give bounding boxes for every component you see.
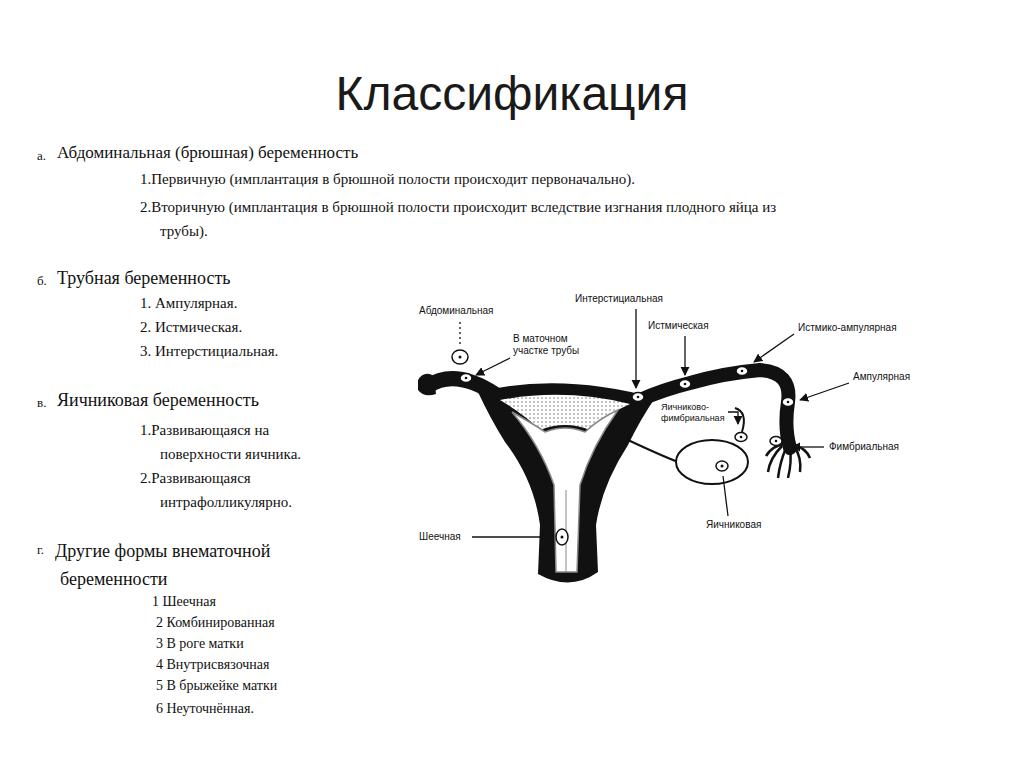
section-letter: б. xyxy=(37,273,47,289)
section-heading: Абдоминальная (брюшная) беременность xyxy=(57,143,358,163)
ovarian-ligament xyxy=(628,440,678,462)
section-heading: Другие формы внематочной беременности xyxy=(55,537,350,593)
list-item: 2.Вторичную (имплантация в брюшной полос… xyxy=(140,195,790,243)
left-tube-end xyxy=(418,374,436,396)
list-item: 1. Ампулярная. xyxy=(140,294,237,312)
list-item: 4 Внутрисвязочная xyxy=(156,657,269,674)
ovum-sites xyxy=(452,350,794,545)
section-letter: а. xyxy=(37,148,46,164)
right-tube xyxy=(640,370,790,448)
diagram-label: Шеечная xyxy=(418,531,462,543)
fimbriae xyxy=(766,444,810,478)
list-item: 2.Развивающаяся интрафолликулярно. xyxy=(140,466,350,514)
diagram-label: В маточном участке трубы xyxy=(512,333,589,357)
list-item: 6 Неуточнённая. xyxy=(156,701,254,718)
slide-title: Классификация xyxy=(0,66,1024,121)
diagram-label: Интерстициальная xyxy=(574,293,664,305)
list-item: 5 В брыжейке матки xyxy=(156,678,277,695)
diagram-label: Ампулярная xyxy=(852,371,911,383)
section-heading: Яичниковая беременность xyxy=(57,390,259,412)
section-letter: г. xyxy=(37,542,44,558)
leader-arrows xyxy=(460,309,849,537)
uterus-endometrium xyxy=(500,395,630,430)
diagram-label: Истмическая xyxy=(647,320,710,332)
list-item: 1.Развивающаяся на поверхности яичника. xyxy=(140,418,350,466)
diagram-label: Абдоминальная xyxy=(418,305,494,317)
list-item: 1 Шеечная xyxy=(152,594,216,611)
list-item: 2 Комбинированная xyxy=(156,615,275,632)
diagram-label: Фимбриальная xyxy=(828,441,900,453)
list-item: 3 В роге матки xyxy=(156,636,244,653)
list-item: 3. Интерстициальная. xyxy=(140,342,278,360)
uterus-cavity xyxy=(512,410,618,572)
list-item: 2. Истмическая. xyxy=(140,318,242,336)
section-heading: Трубная беременность xyxy=(57,268,230,290)
section-letter: в. xyxy=(37,395,46,411)
list-item: 1.Первичную (имплантация в брюшной полос… xyxy=(140,170,635,188)
uterus-wall xyxy=(478,383,655,582)
diagram-label: Яичниковая xyxy=(705,519,762,531)
diagram-label: Яичниково-фимбриальная xyxy=(660,402,728,424)
ovary xyxy=(676,440,748,484)
diagram-label: Истмико-ампулярная xyxy=(797,322,898,334)
